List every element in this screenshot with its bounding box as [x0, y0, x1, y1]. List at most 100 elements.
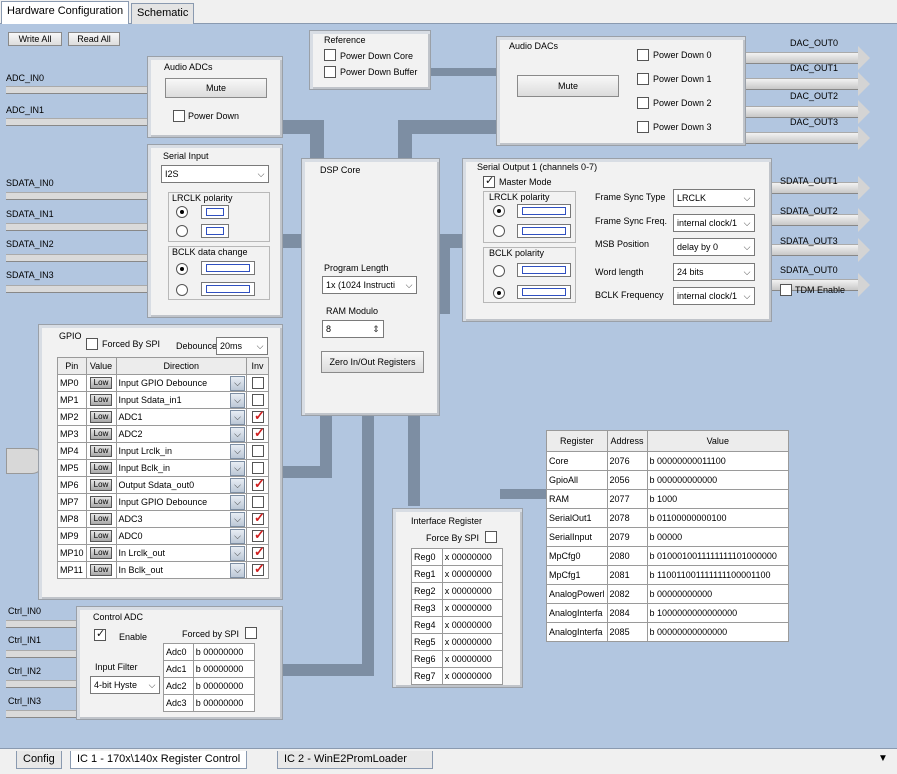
bclk-data-change-radio-1[interactable]	[176, 263, 188, 275]
chevron-down-icon[interactable]: ⌵	[230, 512, 245, 527]
gpio-direction-cell[interactable]: Input GPIO Debounce⌵	[115, 493, 248, 511]
register-value-cell[interactable]: b 00000	[646, 527, 790, 547]
chevron-down-icon[interactable]: ⌵	[230, 427, 245, 442]
gpio-value-button[interactable]: Low	[90, 428, 113, 440]
register-value-cell[interactable]: b 00000000011100	[646, 451, 790, 471]
gpio-inv-checkbox[interactable]	[252, 527, 265, 543]
adc-mute-button[interactable]: Mute	[165, 78, 267, 98]
bclk-data-change-radio-2[interactable]	[176, 284, 188, 296]
gpio-value-button[interactable]: Low	[90, 496, 113, 508]
word-length-select[interactable]: 24 bits⌵	[673, 263, 755, 281]
register-value-cell[interactable]: b 01100000000100	[646, 508, 790, 528]
tab-schematic[interactable]: Schematic	[131, 3, 195, 24]
gpio-direction-cell[interactable]: ADC0⌵	[115, 527, 248, 545]
gpio-inv-checkbox[interactable]	[252, 408, 265, 424]
gpio-inv-checkbox[interactable]	[252, 476, 265, 492]
ram-modulo-spinner[interactable]: 8⇕	[322, 320, 384, 338]
register-value-cell[interactable]: b 00000000000000	[646, 622, 790, 642]
gpio-direction-cell[interactable]: Input Sdata_in1⌵	[115, 391, 248, 409]
gpio-inv-checkbox[interactable]	[252, 394, 264, 406]
tab-list-dropdown-icon[interactable]: ▼	[878, 753, 888, 764]
gpio-direction-cell[interactable]: Output Sdata_out0⌵	[115, 476, 248, 494]
lrclk-polarity-radio-2[interactable]	[176, 225, 188, 237]
gpio-direction-cell[interactable]: ADC1⌵	[115, 408, 248, 426]
gpio-inv-checkbox[interactable]	[252, 561, 265, 577]
debounce-select[interactable]: 20ms⌵	[216, 337, 268, 355]
power-down-buffer-checkbox[interactable]	[324, 66, 336, 78]
read-all-button[interactable]: Read All	[68, 32, 120, 46]
dac-power-down-2-checkbox[interactable]	[637, 97, 649, 109]
interface-reg-value-cell[interactable]: x 00000000	[441, 565, 504, 583]
program-length-select[interactable]: 1x (1024 Instructi⌵	[322, 276, 417, 294]
master-mode-checkbox[interactable]	[483, 174, 495, 188]
gpio-value-button[interactable]: Low	[90, 564, 113, 576]
chevron-down-icon[interactable]: ⌵	[230, 529, 245, 544]
gpio-inv-checkbox[interactable]	[252, 445, 264, 457]
interface-reg-value-cell[interactable]: x 00000000	[441, 633, 504, 651]
bclk-frequency-select[interactable]: internal clock/1⌵	[673, 287, 755, 305]
gpio-direction-cell[interactable]: Input Bclk_in⌵	[115, 459, 248, 477]
spinner-arrows-icon[interactable]: ⇕	[372, 324, 380, 334]
gpio-inv-checkbox[interactable]	[252, 544, 265, 560]
chevron-down-icon[interactable]: ⌵	[230, 546, 245, 561]
frame-sync-type-select[interactable]: LRCLK⌵	[673, 189, 755, 207]
gpio-direction-cell[interactable]: In Lrclk_out⌵	[115, 544, 248, 562]
chevron-down-icon[interactable]: ⌵	[230, 563, 245, 578]
write-all-button[interactable]: Write All	[8, 32, 62, 46]
gpio-value-button[interactable]: Low	[90, 445, 113, 457]
chevron-down-icon[interactable]: ⌵	[230, 461, 245, 476]
register-value-cell[interactable]: b 110011001111111100001100	[646, 565, 790, 585]
tab-ic1-register-control[interactable]: IC 1 - 170x\140x Register Control	[70, 751, 248, 769]
chevron-down-icon[interactable]: ⌵	[230, 444, 245, 459]
tdm-enable-checkbox[interactable]	[780, 284, 792, 296]
chevron-down-icon[interactable]: ⌵	[230, 376, 245, 391]
gpio-direction-cell[interactable]: Input GPIO Debounce⌵	[115, 374, 248, 392]
gpio-value-button[interactable]: Low	[90, 394, 113, 406]
control-adc-forced-checkbox[interactable]	[245, 627, 257, 639]
chevron-down-icon[interactable]: ⌵	[230, 393, 245, 408]
tab-config[interactable]: Config	[16, 751, 62, 769]
gpio-forced-by-spi-checkbox[interactable]	[86, 338, 98, 350]
gpio-inv-checkbox[interactable]	[252, 377, 264, 389]
chevron-down-icon[interactable]: ⌵	[230, 495, 245, 510]
control-adc-enable-checkbox[interactable]	[94, 627, 106, 641]
gpio-value-button[interactable]: Low	[90, 462, 113, 474]
frame-sync-freq-select[interactable]: internal clock/1⌵	[673, 214, 755, 232]
gpio-value-button[interactable]: Low	[90, 479, 113, 491]
tab-hardware-configuration[interactable]: Hardware Configuration	[1, 1, 130, 24]
interface-reg-value-cell[interactable]: x 00000000	[441, 599, 504, 617]
interface-reg-value-cell[interactable]: x 00000000	[441, 650, 504, 668]
interface-reg-value-cell[interactable]: x 00000000	[441, 548, 504, 566]
out-lrclk-radio-1[interactable]	[493, 205, 505, 217]
gpio-value-button[interactable]: Low	[90, 377, 113, 389]
gpio-value-button[interactable]: Low	[90, 411, 113, 423]
register-value-cell[interactable]: b 000000000000	[646, 470, 790, 490]
dac-power-down-0-checkbox[interactable]	[637, 49, 649, 61]
out-lrclk-radio-2[interactable]	[493, 225, 505, 237]
register-value-cell[interactable]: b 1000000000000000	[646, 603, 790, 623]
zero-in-out-registers-button[interactable]: Zero In/Out Registers	[321, 351, 424, 373]
lrclk-polarity-radio-1[interactable]	[176, 206, 188, 218]
serial-input-format-select[interactable]: I2S⌵	[161, 165, 269, 183]
force-by-spi-checkbox[interactable]	[485, 531, 497, 543]
interface-reg-value-cell[interactable]: x 00000000	[441, 616, 504, 634]
register-value-cell[interactable]: b 1000	[646, 489, 790, 509]
power-down-core-checkbox[interactable]	[324, 49, 336, 61]
dac-mute-button[interactable]: Mute	[517, 75, 619, 97]
gpio-inv-checkbox[interactable]	[252, 496, 264, 508]
gpio-value-button[interactable]: Low	[90, 547, 113, 559]
input-filter-select[interactable]: 4-bit Hyste⌵	[90, 676, 160, 694]
gpio-direction-cell[interactable]: ADC3⌵	[115, 510, 248, 528]
adc-power-down-checkbox[interactable]	[173, 110, 185, 122]
dac-power-down-1-checkbox[interactable]	[637, 73, 649, 85]
out-bclk-radio-1[interactable]	[493, 265, 505, 277]
dac-power-down-3-checkbox[interactable]	[637, 121, 649, 133]
gpio-value-button[interactable]: Low	[90, 513, 113, 525]
chevron-down-icon[interactable]: ⌵	[230, 410, 245, 425]
msb-position-select[interactable]: delay by 0⌵	[673, 238, 755, 256]
gpio-direction-cell[interactable]: In Bclk_out⌵	[115, 561, 248, 579]
gpio-direction-cell[interactable]: Input Lrclk_in⌵	[115, 442, 248, 460]
register-value-cell[interactable]: b 0100010011111111101000000	[646, 546, 790, 566]
gpio-direction-cell[interactable]: ADC2⌵	[115, 425, 248, 443]
chevron-down-icon[interactable]: ⌵	[230, 478, 245, 493]
